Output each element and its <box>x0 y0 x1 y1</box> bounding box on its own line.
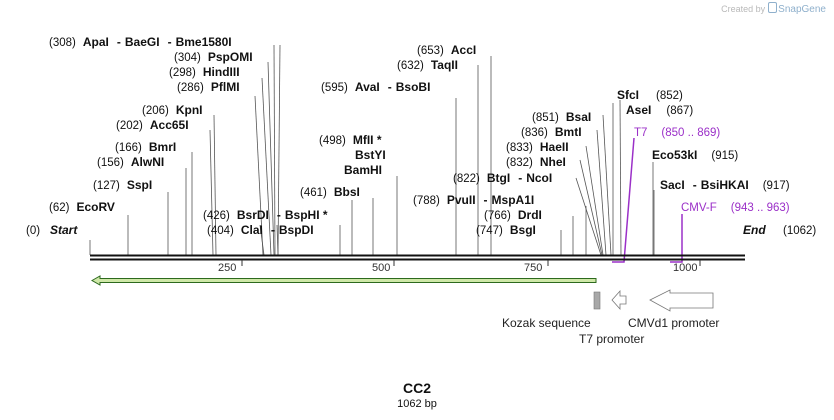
site-label-pflmi: (286)PflMI <box>177 80 240 94</box>
plasmid-length: 1062 bp <box>397 398 437 410</box>
site-label-hindiii: (298)HindIII <box>169 65 240 79</box>
t7-promoter-label: T7 promoter <box>579 332 644 346</box>
site-label-saci-group: SacI-BsiHKAI(917) <box>660 178 790 192</box>
start-position: (0) <box>26 225 40 237</box>
site-label-bmti: (836)BmtI <box>521 125 582 139</box>
scale-ticks <box>241 260 701 266</box>
tick-label-750: 750 <box>524 262 542 274</box>
site-label-pvuii-group: (788)PvuII-MspA1I <box>413 193 534 207</box>
site-label-bsrdi-group: (426)BsrDI-BspHI * <box>203 208 328 222</box>
tick-label-1000: 1000 <box>673 262 697 274</box>
site-label-acc65i: (202)Acc65I <box>116 118 189 132</box>
credit-brand: SnapGene <box>778 4 826 15</box>
site-label-bsai: (851)BsaI <box>532 110 591 124</box>
site-label-nhei: (832)NheI <box>506 155 566 169</box>
t7-promoter-arrow <box>611 289 627 311</box>
primer-label-cmv-f: CMV-F(943 .. 963) <box>681 202 790 214</box>
site-label-alwni: (156)AlwNI <box>97 155 164 169</box>
site-label-kpni: (206)KpnI <box>142 103 203 117</box>
site-label-eco53ki: Eco53kI(915) <box>652 148 738 162</box>
site-label-haeii: (833)HaeII <box>506 140 569 154</box>
end-position: (1062) <box>783 225 816 237</box>
site-label-btgi-group: (822)BtgI-NcoI <box>453 171 552 185</box>
snapgene-credit: Created by SnapGene <box>721 2 826 15</box>
site-label-pspomi: (304)PspOMI <box>174 50 253 64</box>
site-label-clai-group: (404)ClaI-BspDI <box>207 223 314 237</box>
cmvd1-promoter-arrow <box>649 289 714 312</box>
orf-reverse-arrow <box>90 275 597 286</box>
start-label: Start <box>50 223 78 237</box>
site-label-apai-group: (308)ApaI-BaeGI-Bme1580I <box>49 35 232 49</box>
primer-label-t7: T7(850 .. 869) <box>634 127 720 139</box>
t7-primer-arrow <box>612 137 635 263</box>
site-label-ecorv: (62)EcoRV <box>49 200 115 214</box>
credit-prefix: Created by <box>721 4 766 14</box>
site-label-bsgi: (747)BsgI <box>476 223 536 237</box>
cmvd1-promoter-label: CMVd1 promoter <box>628 316 719 330</box>
site-label-taqii: (632)TaqII <box>397 58 458 72</box>
site-label-bstyi: BstYI <box>355 148 386 162</box>
site-label-avai-group: (595)AvaI-BsoBI <box>321 80 430 94</box>
site-label-sspi: (127)SspI <box>93 178 152 192</box>
primer-annotations <box>612 137 683 263</box>
site-label-bamhi: BamHI <box>344 163 382 177</box>
tick-label-500: 500 <box>372 262 390 274</box>
site-label-drdi: (766)DrdI <box>484 208 542 222</box>
site-label-bbsi: (461)BbsI <box>300 185 360 199</box>
snapgene-logo-icon <box>768 2 778 13</box>
end-label: End <box>743 223 766 237</box>
site-label-bmri: (166)BmrI <box>115 140 176 154</box>
kozak-sequence-label: Kozak sequence <box>502 316 591 330</box>
cmv-f-primer-arrow <box>670 214 683 263</box>
plasmid-name: CC2 <box>402 380 431 396</box>
sequence-backbone <box>90 254 745 261</box>
site-leader-lines <box>89 44 655 256</box>
site-label-mfii: (498)MfII * <box>319 133 382 147</box>
site-label-sfci: SfcI(852) <box>617 88 683 102</box>
site-label-acci: (653)AccI <box>417 43 476 57</box>
tick-label-250: 250 <box>218 262 236 274</box>
kozak-sequence-feature <box>593 291 601 310</box>
site-label-asei: AseI(867) <box>626 103 693 117</box>
